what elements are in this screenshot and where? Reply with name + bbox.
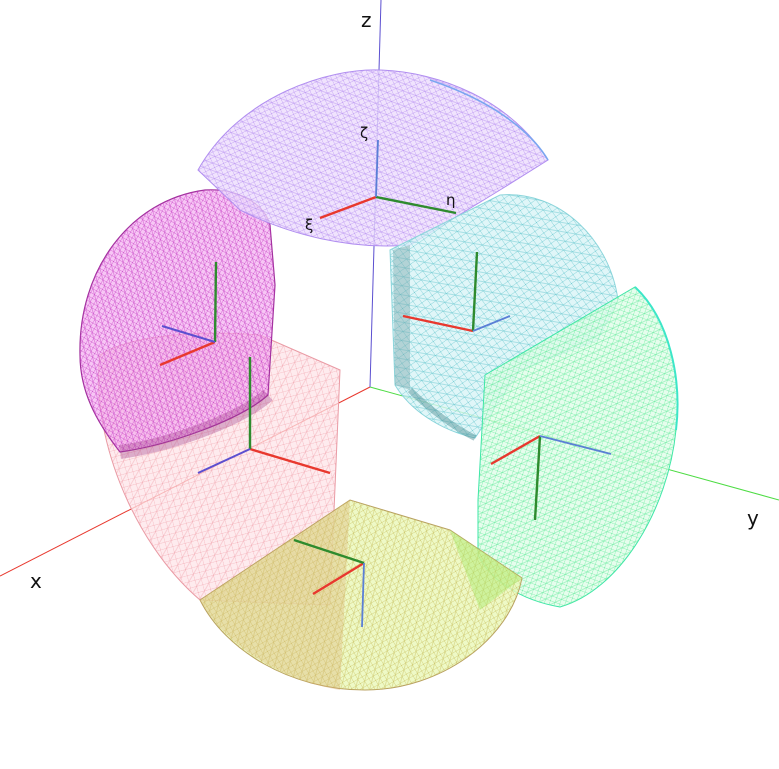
z-axis-label: z bbox=[361, 8, 372, 32]
patch-right bbox=[477, 286, 679, 608]
triad-right-zeta bbox=[539, 435, 612, 455]
triad-ur-eta bbox=[471, 251, 479, 332]
triad-top-xi bbox=[319, 195, 377, 220]
triad-ur-xi bbox=[402, 314, 474, 333]
patch-upper-left bbox=[79, 189, 276, 459]
triad-bottom bbox=[293, 538, 365, 628]
triad-bottom-zeta bbox=[361, 562, 365, 628]
y-axis-label: y bbox=[747, 506, 759, 530]
triad-upper-right bbox=[402, 251, 511, 333]
triad-ul-zeta bbox=[161, 325, 216, 343]
eta-label: η bbox=[446, 191, 456, 209]
zeta-label: ζ bbox=[360, 124, 368, 142]
triad-right-xi bbox=[490, 434, 541, 466]
triad-top-zeta bbox=[375, 139, 379, 198]
triad-top bbox=[319, 139, 457, 220]
triad-top-eta bbox=[375, 195, 457, 215]
triad-left bbox=[197, 357, 331, 475]
triad-left-zeta bbox=[197, 448, 251, 474]
triad-ul-eta bbox=[213, 261, 218, 343]
x-axis-label: x bbox=[30, 569, 42, 593]
patch-top bbox=[197, 69, 549, 247]
triad-bottom-xi bbox=[312, 561, 365, 596]
triad-left-xi bbox=[249, 447, 331, 475]
triad-ul-xi bbox=[159, 340, 216, 367]
triad-right-eta bbox=[533, 435, 542, 521]
xi-label: ξ bbox=[305, 216, 313, 234]
triad-right bbox=[490, 434, 612, 521]
triad-upper-left bbox=[159, 261, 218, 367]
triad-ur-zeta bbox=[472, 315, 511, 332]
patch-upper-right bbox=[389, 194, 619, 441]
patch-bottom bbox=[199, 499, 523, 691]
triad-bottom-eta bbox=[293, 538, 365, 565]
